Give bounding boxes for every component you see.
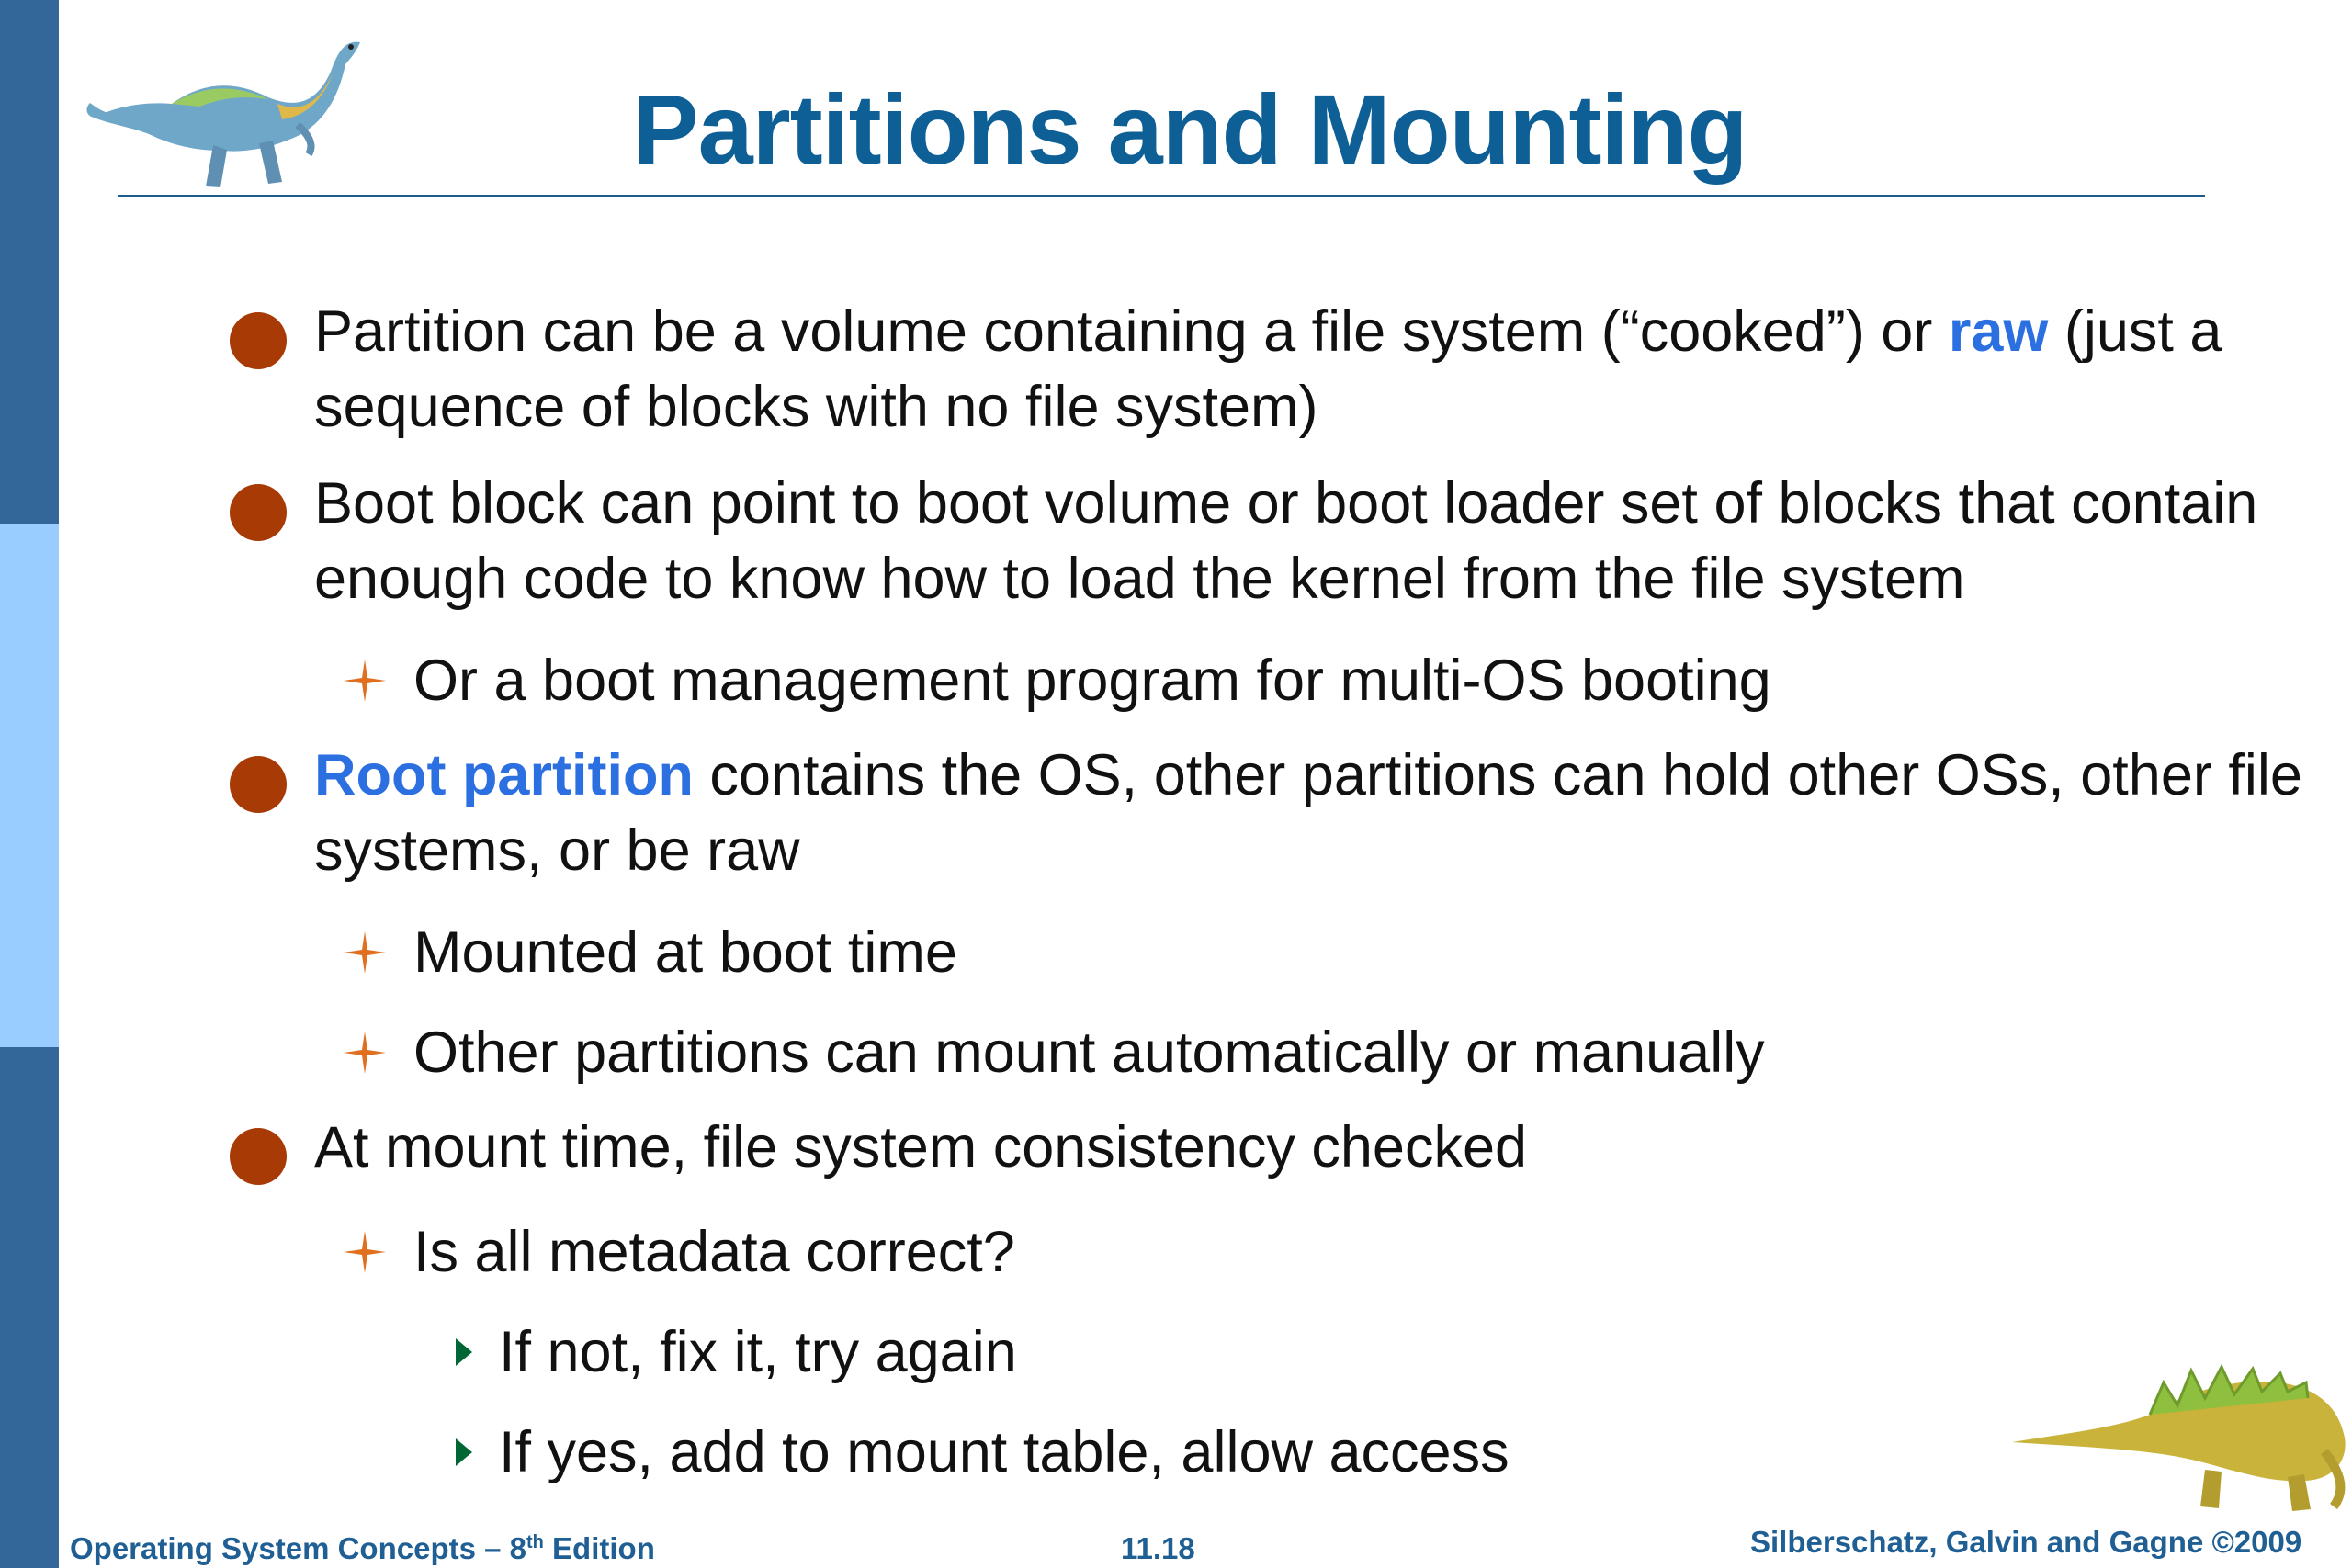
triangle-bullet-icon bbox=[456, 1438, 472, 1466]
bullet-mount-time: At mount time, file system consistency c… bbox=[314, 1115, 1528, 1179]
sidebar-top-band bbox=[0, 0, 59, 524]
bullet-marker bbox=[230, 756, 287, 813]
slide-title: Partitions and Mounting bbox=[632, 73, 1748, 185]
triangle-bullet-icon bbox=[456, 1338, 472, 1366]
bullet-text: Partition can be a volume containing a f… bbox=[314, 299, 1949, 364]
bullet-marker bbox=[230, 312, 287, 369]
footer-page-number: 11.18 bbox=[1121, 1531, 1195, 1565]
sub-bullet-boot-mgmt: Or a boot management program for multi-O… bbox=[413, 649, 1771, 713]
sparkle-bullet-icon bbox=[344, 1231, 386, 1273]
subsub-bullet-fix: If not, fix it, try again bbox=[499, 1320, 1017, 1384]
sub-bullet-metadata: Is all metadata correct? bbox=[413, 1220, 1015, 1284]
sidebar-middle-band bbox=[0, 524, 59, 1047]
footer-authors: Silberschatz, Galvin and Gagne ©2009 bbox=[1750, 1525, 2302, 1559]
sparkle-bullet-icon bbox=[344, 931, 386, 974]
footer-book-title: Operating System Concepts – 8th Edition bbox=[70, 1531, 655, 1565]
bullet-marker bbox=[230, 484, 287, 541]
sub-bullet-mounted-boot: Mounted at boot time bbox=[413, 920, 957, 985]
bullet-text: (just a sequence of blocks with no file … bbox=[314, 299, 2222, 439]
bullet-marker bbox=[230, 1128, 287, 1185]
subsub-bullet-mount-table: If yes, add to mount table, allow access bbox=[499, 1420, 1510, 1484]
keyword-raw: raw bbox=[1948, 299, 2049, 364]
bullet-boot-block: Boot block can point to boot volume or b… bbox=[314, 471, 2258, 611]
sub-bullet-other-partitions: Other partitions can mount automatically… bbox=[413, 1021, 1765, 1085]
bullet-partition: Partition can be a volume containing a f… bbox=[314, 294, 2326, 445]
dinosaur-icon bbox=[86, 41, 360, 187]
sidebar-bottom-band bbox=[0, 1047, 59, 1568]
bullet-text: contains the OS, other partitions can ho… bbox=[314, 743, 2302, 883]
title-divider bbox=[118, 195, 2205, 197]
sparkle-bullet-icon bbox=[344, 1032, 386, 1074]
bullet-root-partition: Root partition contains the OS, other pa… bbox=[314, 738, 2326, 888]
keyword-root-partition: Root partition bbox=[314, 743, 694, 807]
stegosaurus-icon bbox=[2012, 1363, 2346, 1511]
sparkle-bullet-icon bbox=[344, 660, 386, 702]
